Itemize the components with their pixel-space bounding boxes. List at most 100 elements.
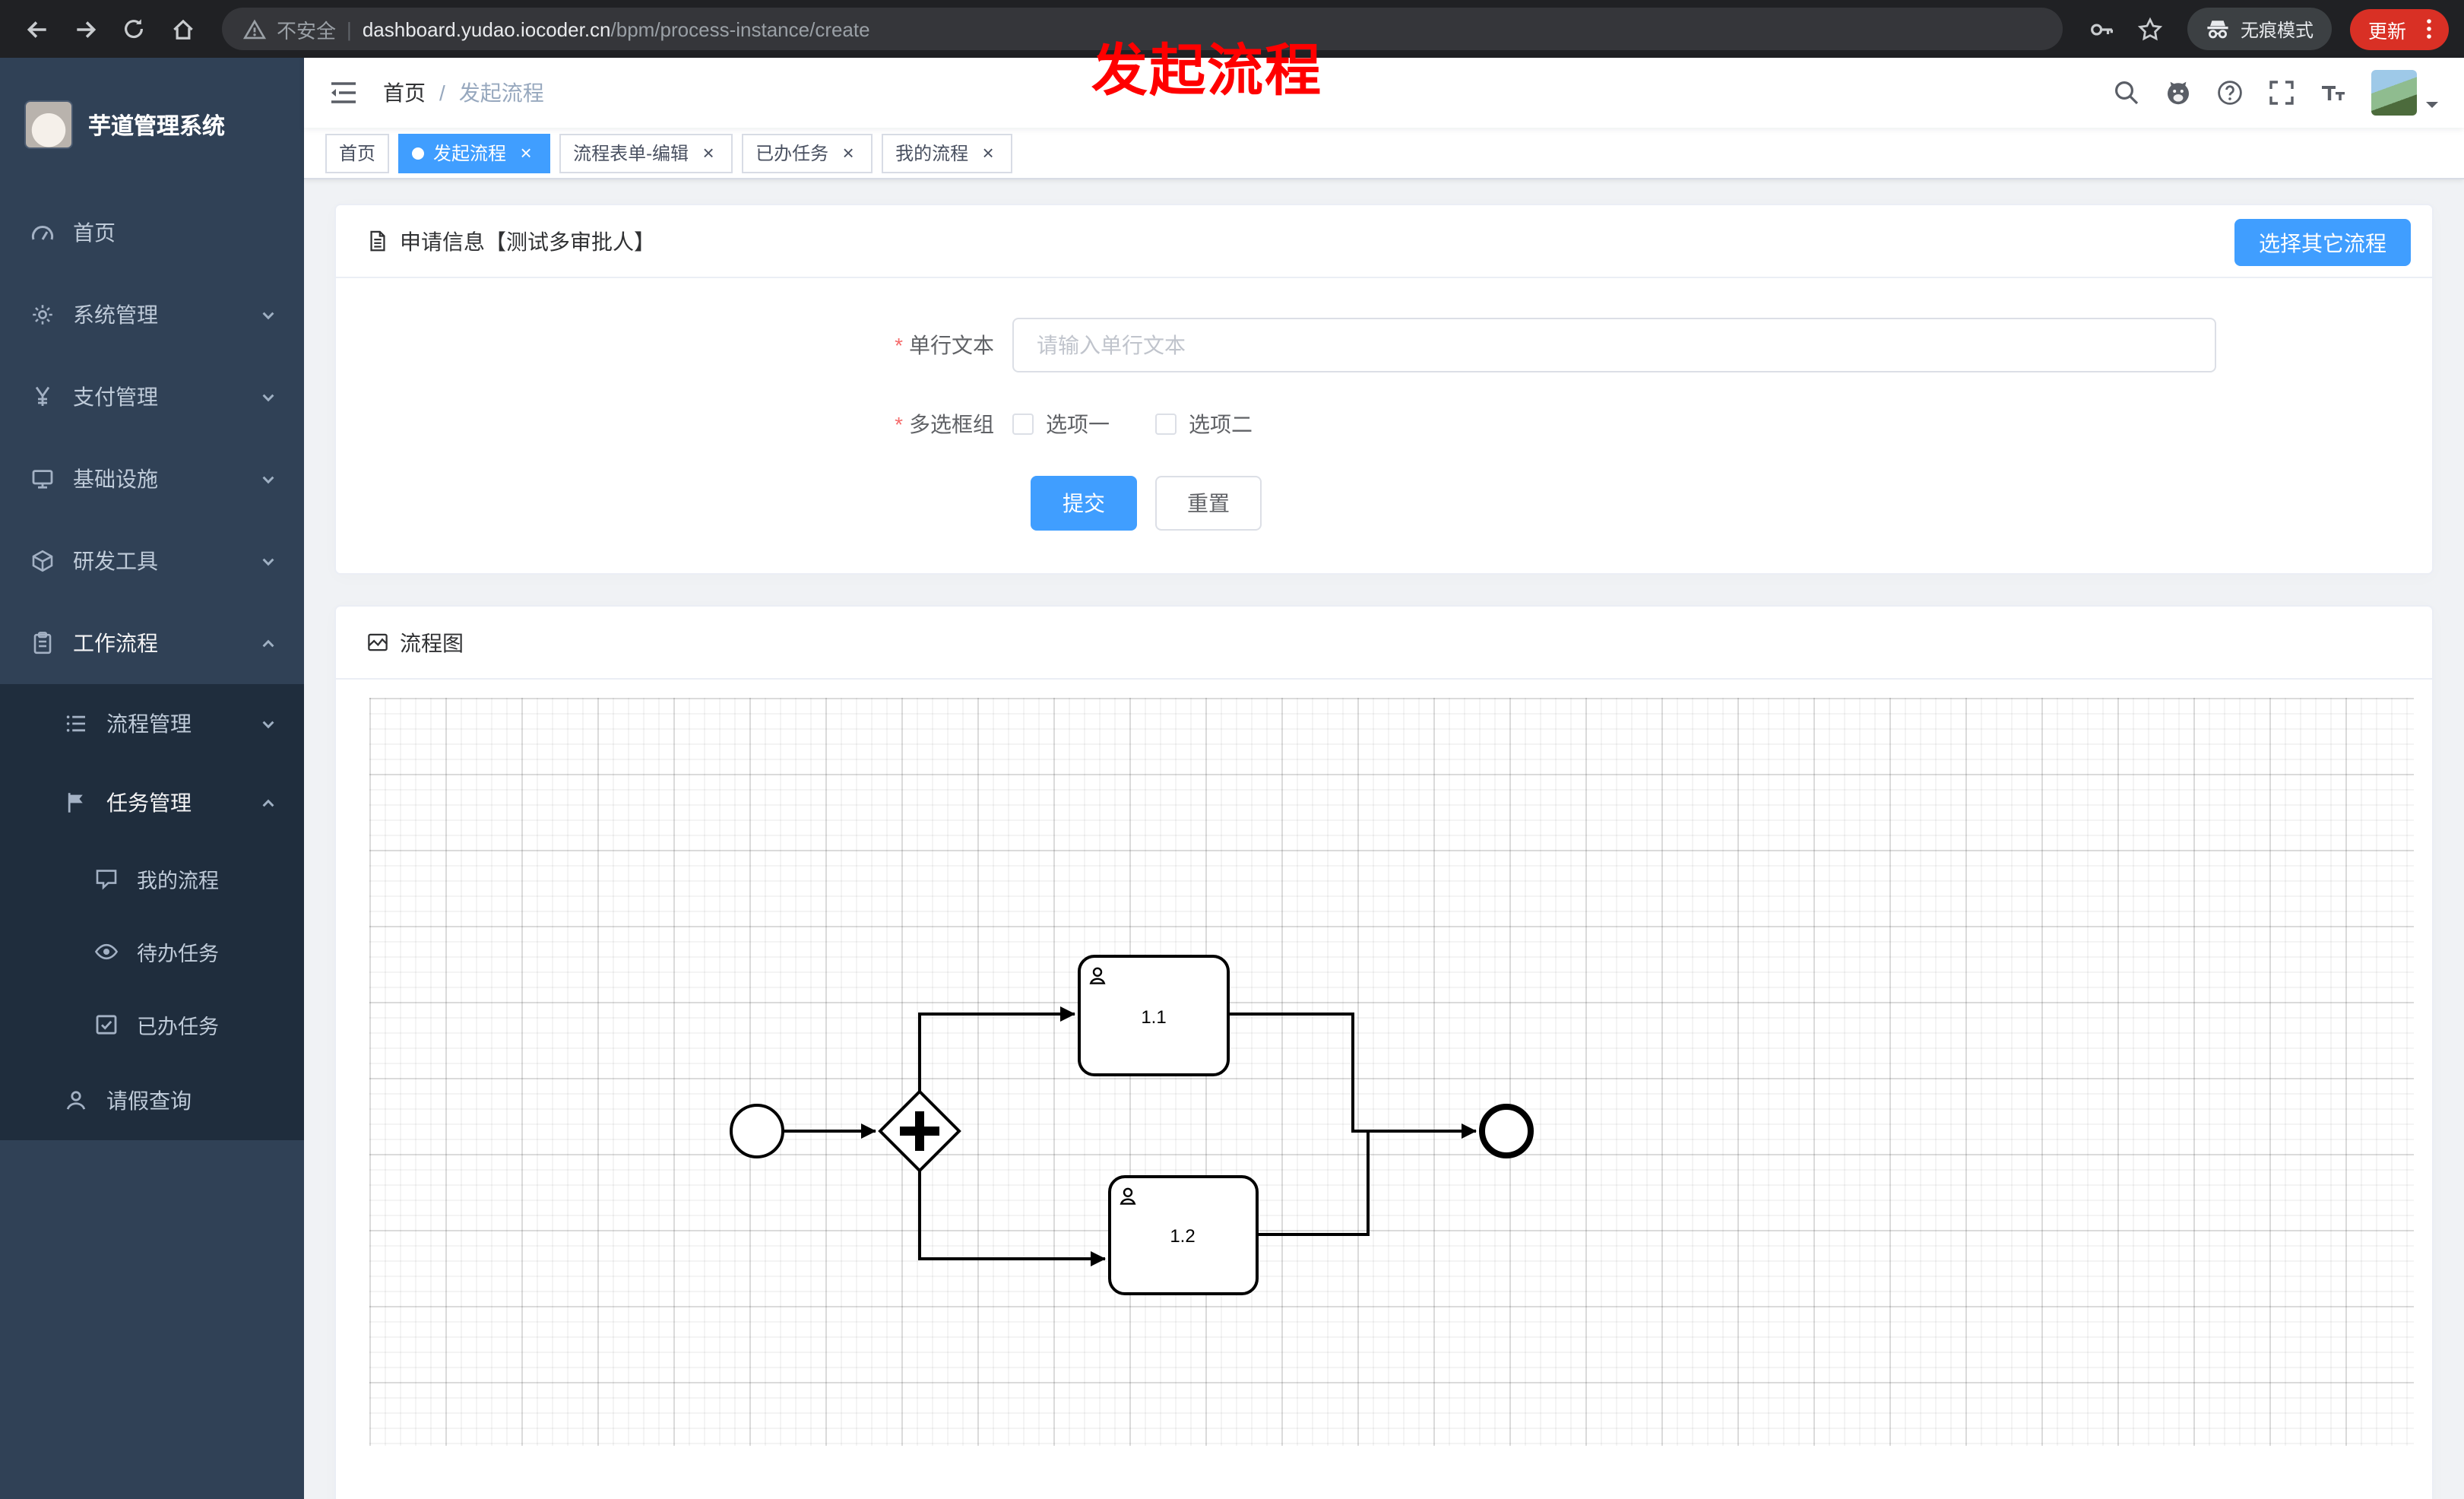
sidebar-item-label: 支付管理 [73, 385, 158, 409]
fullscreen-icon[interactable] [2268, 79, 2295, 106]
bpmn-parallel-gateway[interactable] [878, 1089, 961, 1173]
check-square-icon [96, 1015, 117, 1035]
chevron-down-icon [262, 393, 274, 401]
single-line-text-input[interactable] [1012, 318, 2216, 372]
tab-close-icon[interactable]: × [842, 141, 854, 164]
incognito-badge: 无痕模式 [2187, 8, 2332, 50]
user-task-icon [1089, 967, 1106, 984]
sidebar-item-label: 首页 [73, 220, 116, 245]
address-bar[interactable]: 不安全 | dashboard.yudao.iocoder.cn/bpm/pro… [222, 8, 2063, 50]
checkbox-label: 选项一 [1046, 412, 1110, 436]
dashboard-icon [31, 226, 54, 240]
flow-gateway-to-task1 [918, 1006, 1075, 1092]
tab-label: 流程表单-编辑 [573, 143, 689, 164]
chevron-up-icon [262, 639, 274, 647]
tab-done-tasks[interactable]: 已办任务 × [742, 133, 873, 173]
sidebar-item-devtools[interactable]: 研发工具 [0, 520, 304, 602]
chevron-down-icon [262, 720, 274, 728]
tab-label: 首页 [339, 143, 376, 164]
cube-icon [32, 550, 53, 572]
bpmn-start-event[interactable] [730, 1104, 784, 1158]
flow-gateway-to-task2 [918, 1171, 1106, 1266]
back-icon[interactable] [15, 8, 58, 50]
checkbox-option-1[interactable]: 选项一 [1012, 409, 1110, 439]
breadcrumb-home[interactable]: 首页 [383, 81, 426, 105]
browser-toolbar: 不安全 | dashboard.yudao.iocoder.cn/bpm/pro… [0, 0, 2464, 58]
tab-start-process[interactable]: 发起流程 × [398, 133, 551, 173]
update-button[interactable]: 更新 [2349, 8, 2449, 49]
sidebar: 芋道管理系统 首页 系统管理 支付管理 基础设施 [0, 58, 304, 1499]
submit-button[interactable]: 提交 [1031, 476, 1137, 531]
github-icon[interactable] [2165, 79, 2192, 106]
user-task-icon [1120, 1187, 1136, 1205]
task-label: 1.2 [1170, 1226, 1195, 1247]
sidebar-item-task-management[interactable]: 任务管理 [0, 763, 304, 842]
search-icon[interactable] [2113, 79, 2140, 106]
sidebar-item-system[interactable]: 系统管理 [0, 274, 304, 356]
bpmn-end-event[interactable] [1479, 1104, 1534, 1158]
sidebar-item-label: 待办任务 [137, 943, 219, 965]
url-text: dashboard.yudao.iocoder.cn/bpm/process-i… [363, 17, 870, 40]
process-diagram-card: 流程图 [334, 605, 2434, 1499]
tab-close-icon[interactable]: × [702, 141, 714, 164]
app-logo[interactable]: 芋道管理系统 [0, 58, 304, 192]
security-label: 不安全 [277, 19, 337, 42]
sidebar-item-done-tasks[interactable]: 已办任务 [0, 988, 304, 1061]
sidebar-item-todo-tasks[interactable]: 待办任务 [0, 915, 304, 988]
select-other-process-button[interactable]: 选择其它流程 [2234, 219, 2411, 266]
top-navbar: 首页 / 发起流程 [304, 58, 2464, 128]
sidebar-item-home[interactable]: 首页 [0, 192, 304, 274]
document-icon [370, 230, 385, 252]
task-label: 1.1 [1141, 1007, 1166, 1028]
reset-button[interactable]: 重置 [1155, 476, 1262, 531]
font-size-icon[interactable] [2320, 79, 2347, 106]
logo-image [24, 100, 73, 149]
checkbox-label: 选项二 [1189, 412, 1253, 436]
refresh-icon[interactable] [112, 8, 155, 50]
tab-close-icon[interactable]: × [520, 141, 532, 164]
bpmn-diagram[interactable]: 1.1 1.2 [336, 680, 2432, 1499]
update-label: 更新 [2367, 21, 2406, 42]
required-asterisk: * [895, 412, 903, 436]
help-icon[interactable] [2216, 79, 2244, 106]
tab-my-process[interactable]: 我的流程 × [882, 133, 1013, 173]
tab-label: 发起流程 [433, 143, 507, 164]
chevron-up-icon [262, 798, 274, 807]
user-menu[interactable] [2371, 70, 2440, 116]
tab-close-icon[interactable]: × [982, 141, 994, 164]
security-warning-icon[interactable] [243, 17, 266, 40]
sidebar-item-leave-query[interactable]: 请假查询 [0, 1061, 304, 1140]
bpmn-grid [369, 698, 2414, 1446]
home-icon[interactable] [161, 8, 204, 50]
avatar[interactable] [2371, 70, 2417, 116]
flow-task2-to-join [1257, 1133, 1370, 1236]
password-key-icon[interactable] [2081, 8, 2124, 50]
card-title: 申请信息【测试多审批人】 [400, 229, 655, 253]
bookmark-star-icon[interactable] [2130, 8, 2172, 50]
tab-home[interactable]: 首页 [325, 133, 390, 173]
bpmn-user-task-1[interactable]: 1.1 [1078, 955, 1230, 1076]
incognito-icon [2206, 17, 2230, 41]
sidebar-toggle-icon[interactable] [328, 78, 359, 108]
flag-icon [68, 793, 83, 813]
browser-menu-icon[interactable] [2418, 17, 2440, 41]
user-icon [66, 1091, 86, 1110]
sidebar-item-label: 请假查询 [106, 1089, 192, 1113]
sidebar-item-infrastructure[interactable]: 基础设施 [0, 438, 304, 520]
url-separator: | [347, 17, 352, 40]
bpmn-user-task-2[interactable]: 1.2 [1108, 1175, 1259, 1295]
checkbox-option-2[interactable]: 选项二 [1155, 409, 1253, 439]
field-label-checkbox-group: *多选框组 [895, 412, 994, 436]
sidebar-item-label: 流程管理 [106, 711, 192, 736]
checkbox-icon[interactable] [1155, 414, 1177, 435]
sidebar-item-my-process[interactable]: 我的流程 [0, 842, 304, 915]
chevron-down-icon [262, 475, 274, 483]
checkbox-icon[interactable] [1012, 414, 1034, 435]
incognito-label: 无痕模式 [2240, 19, 2314, 40]
forward-icon[interactable] [64, 8, 106, 50]
bpmn-canvas[interactable]: 1.1 1.2 [336, 680, 2432, 1499]
sidebar-item-payment[interactable]: 支付管理 [0, 356, 304, 438]
sidebar-item-process-management[interactable]: 流程管理 [0, 684, 304, 763]
sidebar-item-workflow[interactable]: 工作流程 [0, 602, 304, 684]
tab-process-form-edit[interactable]: 流程表单-编辑 × [559, 133, 733, 173]
